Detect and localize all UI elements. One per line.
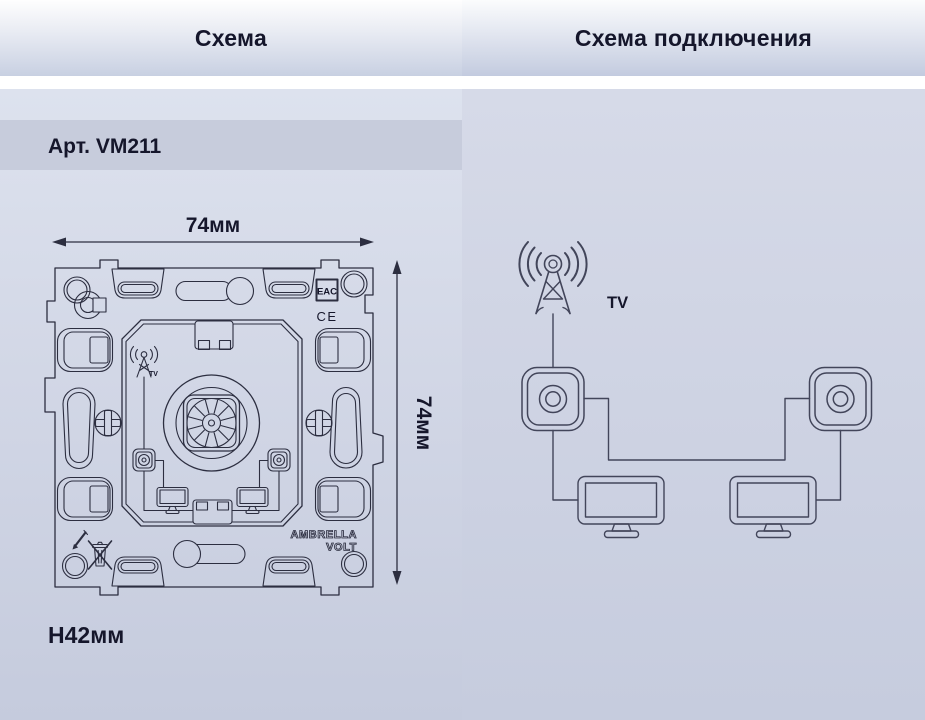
antenna-icon-label: TV bbox=[149, 371, 158, 378]
support-frame bbox=[121, 319, 303, 527]
brand-logo: AMBRELLA VOLT bbox=[290, 529, 357, 554]
left-column-title: Схема bbox=[194, 24, 268, 51]
brand-line1: AMBRELLA bbox=[290, 529, 357, 541]
pencil-icon bbox=[72, 529, 89, 550]
connector-spokes bbox=[188, 399, 235, 447]
bottom-screw-slots bbox=[111, 539, 316, 587]
scheme-panel: Арт. VM211 74мм 74мм bbox=[0, 89, 462, 720]
connection-panel: TV bbox=[462, 89, 925, 720]
cross-screws bbox=[94, 409, 333, 437]
antenna-icon bbox=[518, 241, 588, 315]
keyhole-slots bbox=[62, 386, 363, 470]
article-label: Арт. VM211 bbox=[48, 135, 162, 158]
tv-connector bbox=[162, 374, 261, 472]
header-divider-strip bbox=[0, 76, 925, 89]
clip-icon bbox=[73, 290, 107, 320]
connection-diagram: TV bbox=[462, 89, 925, 720]
right-column-header: Схема подключения bbox=[462, 0, 925, 76]
width-dimension-label: 74мм bbox=[186, 214, 240, 237]
depth-dimension-label: H42мм bbox=[48, 622, 124, 648]
top-screw-slots bbox=[111, 268, 316, 306]
ce-mark: CE bbox=[316, 309, 337, 324]
right-column-title: Схема подключения bbox=[574, 24, 813, 51]
tv-socket-left bbox=[521, 366, 585, 432]
side-fixing-claws bbox=[56, 327, 372, 522]
antenna-label: TV bbox=[607, 294, 628, 312]
monitor-icons-small bbox=[156, 486, 269, 515]
technical-drawing: Арт. VM211 74мм 74мм bbox=[0, 89, 462, 720]
tv-icon-right bbox=[729, 475, 817, 539]
height-dimension-label: 74мм bbox=[412, 396, 435, 450]
no-trash-icon bbox=[87, 540, 113, 570]
width-dimension: 74мм bbox=[52, 214, 374, 247]
corner-mounting-holes bbox=[61, 270, 368, 580]
right-panel-background bbox=[462, 89, 925, 720]
tv-socket-right bbox=[808, 366, 873, 432]
certification-marks: EAC CE bbox=[315, 278, 339, 324]
left-column-header: Схема bbox=[0, 0, 462, 76]
height-dimension: 74мм bbox=[392, 260, 435, 585]
brand-line2: VOLT bbox=[326, 542, 357, 554]
article-band bbox=[0, 120, 462, 170]
tv-icon-left bbox=[577, 475, 665, 539]
eac-mark: EAC bbox=[317, 287, 337, 298]
mounting-plate-outline bbox=[44, 259, 384, 596]
connection-wires bbox=[552, 313, 842, 501]
antenna-icon-small: TV bbox=[129, 345, 158, 378]
